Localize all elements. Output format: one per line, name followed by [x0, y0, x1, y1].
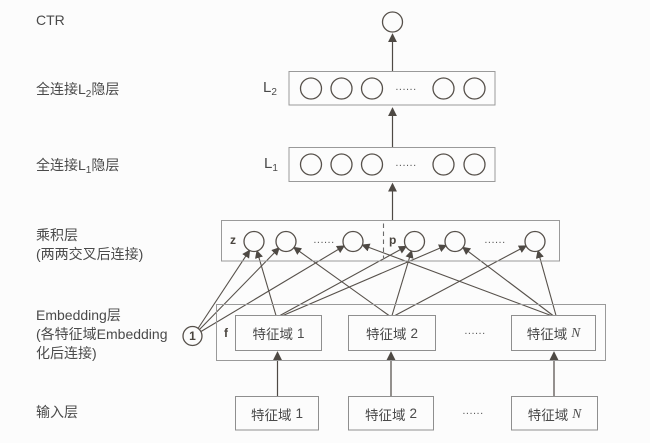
embedding-layer-box	[216, 304, 606, 361]
z-ellipsis: ......	[313, 234, 335, 246]
embedding-field-1-num: 1	[296, 325, 305, 341]
z-part-label: z	[230, 233, 236, 247]
input-field-1-box	[235, 396, 319, 431]
input-field-2-text: 特征域	[364, 407, 406, 423]
fc-l2-label-post: 隐层	[91, 81, 120, 97]
input-field-1-text: 特征域	[250, 407, 292, 423]
constant-one-node	[182, 325, 203, 347]
l1-neurons	[299, 153, 486, 176]
l1-box-label-sub: 1	[272, 163, 278, 174]
fc-l1-label-pre: 全连接L	[36, 157, 86, 173]
embedding-field-2-num: 2	[410, 325, 418, 341]
embedding-field-2-text: 特征域	[365, 327, 407, 342]
p-ellipsis: ......	[484, 234, 506, 246]
input-to-embedding-arrows	[273, 351, 559, 396]
input-layer-label: 输入层	[36, 404, 78, 420]
embedding-field-1-text: 特征域	[252, 327, 293, 342]
input-field-n-num: N	[572, 405, 582, 421]
constant-one-label: 1	[189, 329, 196, 343]
embedding-layer-label-line3: 化后连接)	[36, 345, 97, 361]
l2-neurons	[299, 77, 486, 100]
input-ellipsis: ......	[462, 405, 484, 417]
product-layer-label-line1: 乘积层	[36, 227, 78, 243]
l1-box	[288, 147, 496, 182]
input-field-2-num: 2	[409, 406, 417, 421]
embedding-layer-label-line1: Embedding层	[36, 307, 121, 323]
fc-l2-label-sub: 2	[85, 89, 92, 100]
l2-box-label: L2	[263, 79, 277, 98]
embedding-field-n-text: 特征域	[526, 327, 568, 342]
fc-l2-label-pre: 全连接L	[36, 81, 86, 97]
f-label: f	[224, 326, 228, 340]
l1-box-label-pre: L	[264, 155, 273, 172]
product-layer-p-neurons	[403, 230, 546, 253]
embedding-field-n-box	[511, 315, 596, 351]
l2-box	[288, 71, 496, 106]
embedding-layer-label: Embedding层 (各特征域Embedding 化后连接)	[36, 306, 168, 363]
input-field-n-box	[511, 396, 598, 431]
product-layer-label: 乘积层 (两两交叉后连接)	[36, 226, 143, 264]
l2-box-label-pre: L	[263, 79, 272, 96]
product-layer-z-neurons	[243, 230, 364, 253]
l2-box-label-sub: 2	[271, 87, 277, 98]
l2-ellipsis: ......	[395, 81, 417, 93]
ctr-label: CTR	[36, 12, 65, 28]
embedding-field-1-box	[235, 315, 322, 351]
embedding-field-2-box	[348, 315, 436, 351]
input-field-2-box	[348, 396, 434, 431]
embedding-layer-label-line2: (各特征域Embedding	[36, 326, 168, 342]
fc-l1-label-sub: 1	[85, 165, 92, 176]
input-field-1-num: 1	[295, 406, 303, 421]
l1-box-label: L1	[264, 155, 278, 174]
fc-l1-label-post: 隐层	[91, 157, 120, 173]
product-layer-box	[221, 220, 560, 262]
p-part-label: p	[389, 233, 397, 247]
embedding-ellipsis: ......	[464, 325, 486, 337]
fc-l2-layer-label: 全连接L2隐层	[36, 80, 119, 104]
ctr-output-neuron	[381, 11, 404, 33]
product-layer-label-line2: (两两交叉后连接)	[36, 246, 144, 262]
embedding-field-n-num: N	[571, 325, 581, 340]
input-field-n-text: 特征域	[527, 407, 569, 423]
l1-ellipsis: ......	[395, 157, 417, 169]
fc-l1-layer-label: 全连接L1隐层	[36, 156, 119, 180]
